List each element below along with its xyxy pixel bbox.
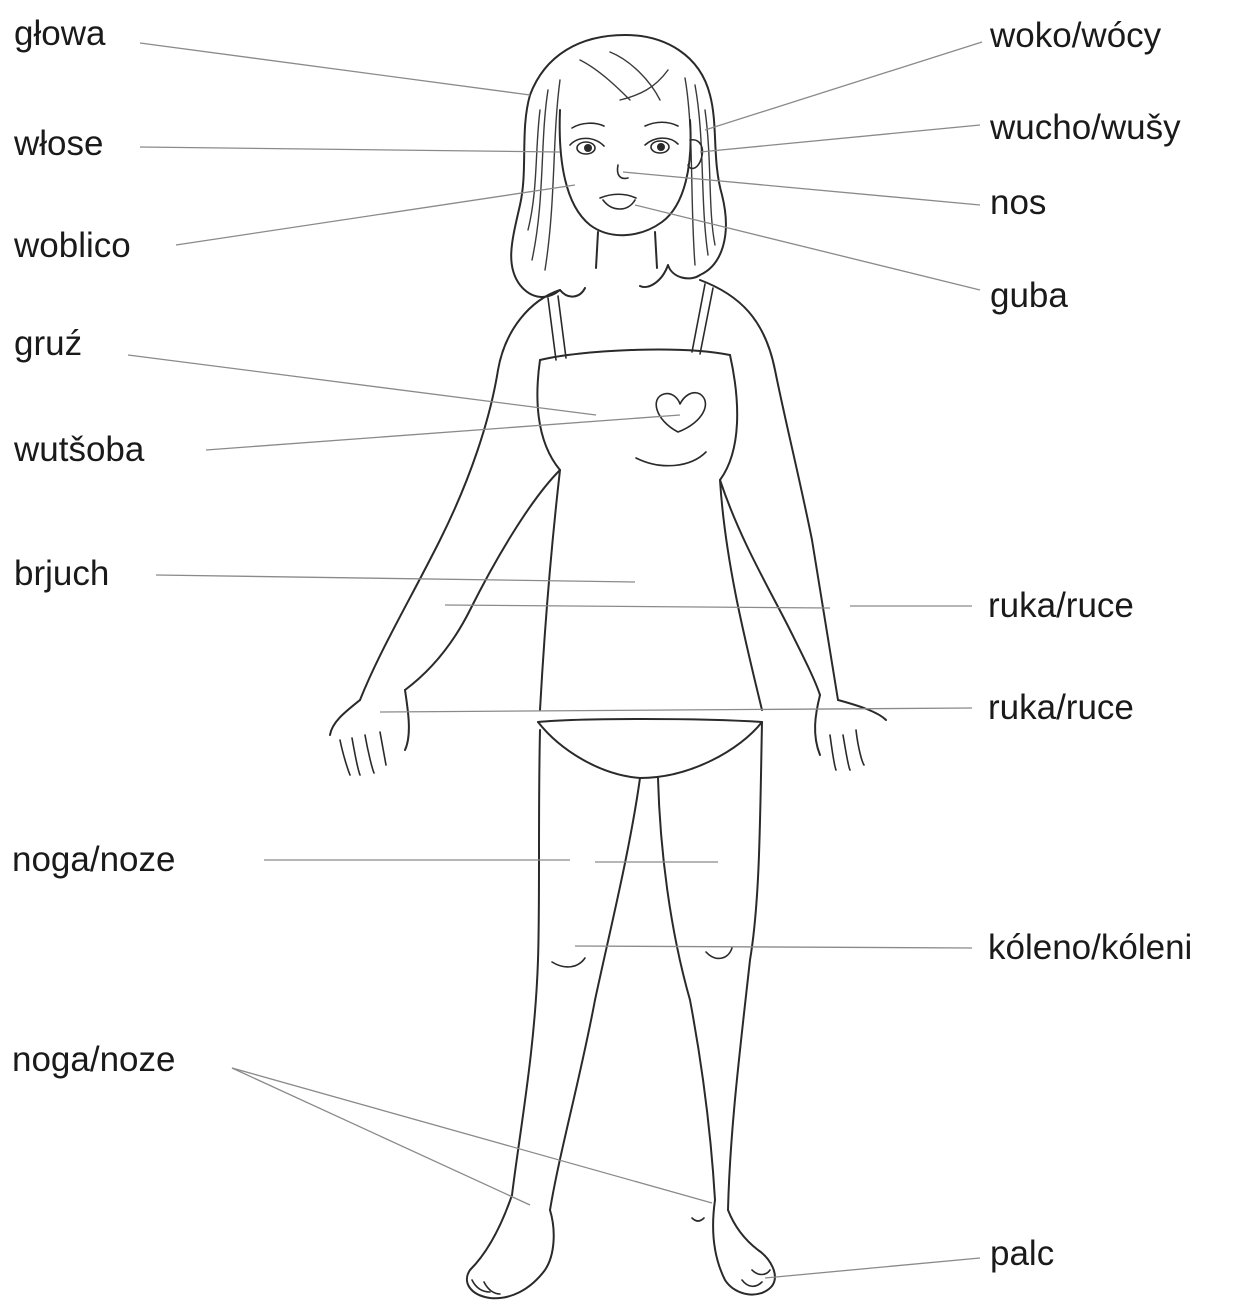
label-legs-upper: noga/noze [12,842,175,877]
label-belly: brjuch [14,556,109,591]
label-heart: wutšoba [14,432,144,467]
label-nose: nos [990,185,1046,220]
label-face: woblico [14,228,131,263]
torso-drawing [360,280,838,778]
label-mouth: guba [990,278,1068,313]
label-eyes: woko/wócy [990,18,1161,53]
label-chest: gruź [14,326,82,361]
label-arms: ruka/ruce [988,588,1134,623]
face-drawing [560,110,703,268]
label-toe: palc [990,1236,1054,1271]
label-knees: kóleno/kóleni [988,930,1192,965]
leader-lines [128,42,982,1278]
label-hands: ruka/ruce [988,690,1134,725]
legs-drawing [467,722,775,1298]
label-head: głowa [14,16,105,51]
label-ears: wucho/wušy [990,110,1181,145]
label-hair: włose [14,126,103,161]
label-legs-lower: noga/noze [12,1042,175,1077]
arms-drawing [330,470,886,775]
